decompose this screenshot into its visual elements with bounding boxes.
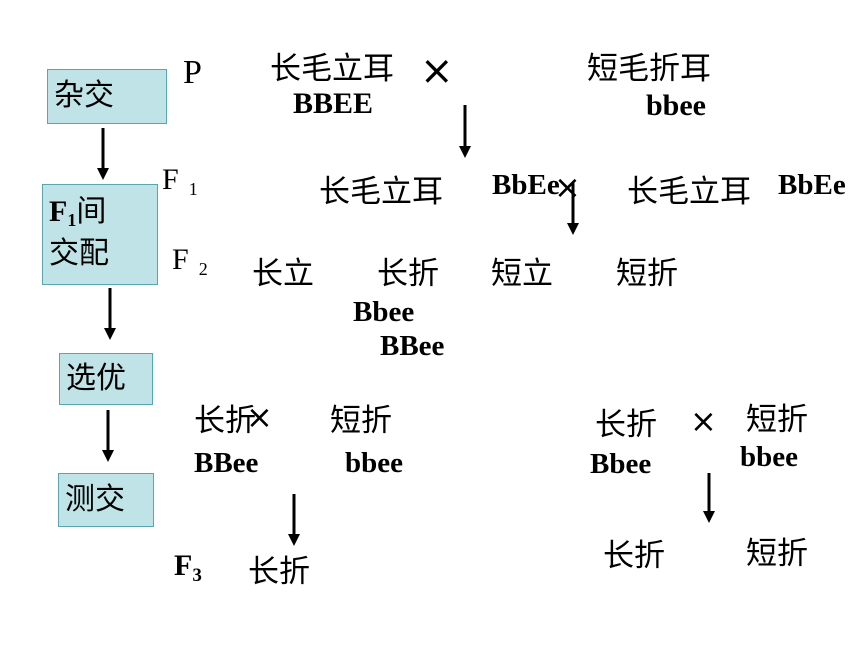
arrowhead-testcross-left-to-f3 [288,534,300,546]
f2-genotype-bbee: Bbee [353,296,415,328]
parent-cross-sign: × [420,48,454,94]
f1-left-phenotype: 长毛立耳 [319,174,443,210]
testcross-left-cross-sign: × [246,398,273,436]
arrowhead-f1-to-select [104,328,116,340]
f2-phenotype-long-folded: 长折 [377,256,439,292]
gen-f3-label: F3 [174,549,202,586]
testcross-right-offspring2: 短折 [746,536,808,572]
testcross-right-offspring1: 长折 [603,538,665,574]
step-select-label: 选优 [66,361,126,396]
gen-p-label: P [183,54,202,91]
f2-phenotype-long-erect: 长立 [252,256,314,292]
f2-phenotype-short-folded: 短折 [616,256,678,292]
testcross-left-offspring: 长折 [248,554,310,590]
f1-left-genotype: BbEe [492,169,560,201]
testcross-left-parent1-phenotype: 长折 [194,403,256,439]
parent-left-phenotype: 长毛立耳 [270,51,394,87]
testcross-right-parent2-genotype: bbee [740,441,798,473]
arrowhead-hybrid-to-f1 [97,168,109,180]
testcross-right-cross-sign: × [690,402,717,440]
arrowhead-testcross-right-to-offspring [703,511,715,523]
f2-phenotype-short-erect: 短立 [491,256,553,292]
parent-left-genotype: BBEE [293,87,374,120]
step-f1-mating-symbol: F1 [49,195,77,230]
arrowhead-select-to-testcross [102,450,114,462]
parent-right-phenotype: 短毛折耳 [587,51,711,87]
step-select-box: 选优 [59,353,153,405]
testcross-left-parent2-genotype: bbee [345,447,403,479]
parent-right-genotype: bbee [646,89,706,122]
testcross-right-parent1-phenotype: 长折 [595,407,657,443]
step-f1-mating-text: 间 [76,194,107,229]
f1-right-phenotype: 长毛立耳 [627,174,751,210]
step-hybrid-box: 杂交 [47,69,167,124]
testcross-right-parent2-phenotype: 短折 [746,402,808,438]
step-hybrid-label: 杂交 [54,78,114,113]
testcross-right-parent1-genotype: Bbee [590,448,652,480]
step-testcross-label: 测交 [65,482,125,517]
f2-genotype-BBee: BBee [380,330,445,362]
arrowhead-parents-to-f1 [459,146,471,158]
step-f1-mating-box: F1间 交配 [42,184,158,285]
f1-right-genotype: BbEe [778,169,846,201]
step-f1-mating-text2: 交配 [49,236,109,271]
step-testcross-box: 测交 [58,473,154,527]
f1-cross-sign: × [554,168,581,206]
testcross-left-parent2-phenotype: 短折 [330,403,392,439]
arrowhead-f1-to-f2 [567,223,579,235]
testcross-left-parent1-genotype: BBee [194,447,259,479]
